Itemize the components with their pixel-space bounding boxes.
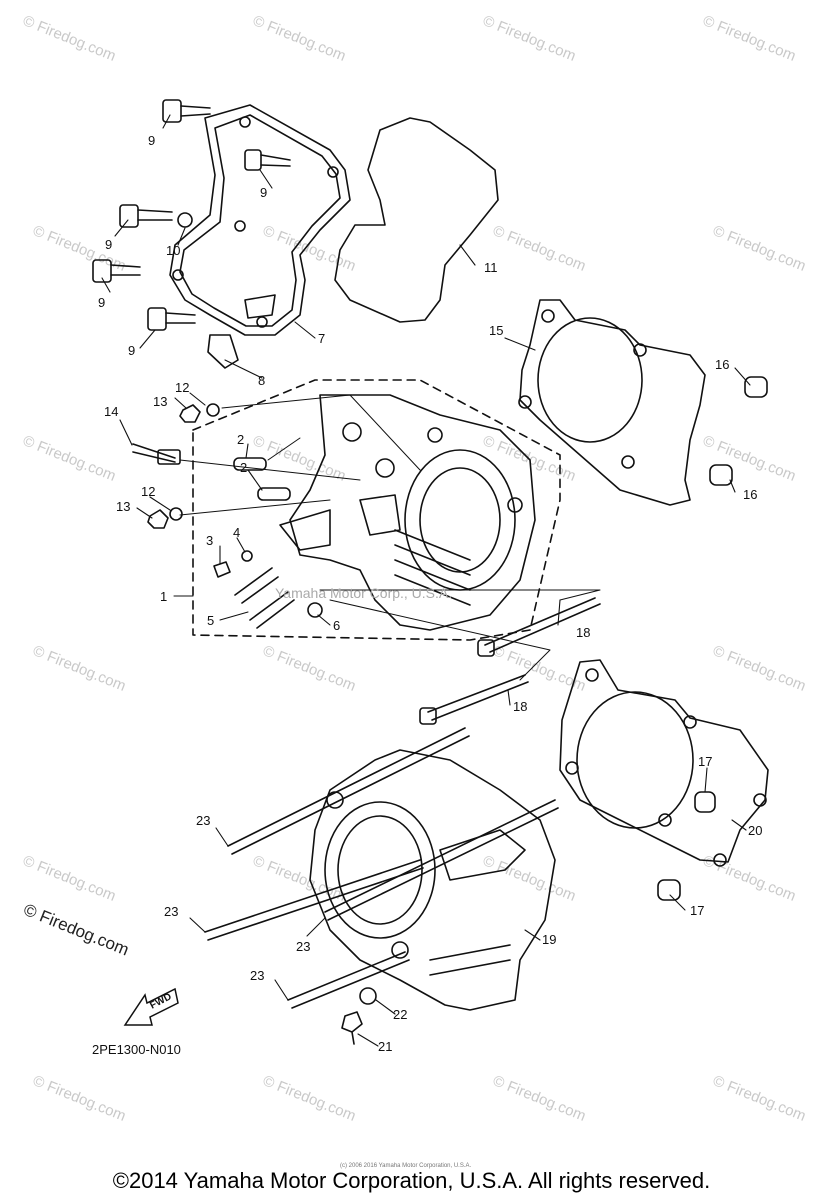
callout-3: 3 (206, 533, 214, 548)
callout-12: 12 (175, 380, 190, 395)
callout-22: 22 (393, 1007, 408, 1022)
callout-1: 1 (160, 589, 168, 604)
callout-13: 13 (153, 394, 168, 409)
copyright-footer: ©2014 Yamaha Motor Corporation, U.S.A. A… (112, 1168, 711, 1193)
clip-8 (207, 334, 239, 369)
callout-17: 17 (690, 903, 705, 918)
callout-9: 9 (260, 185, 268, 200)
dowel-16 (744, 376, 768, 398)
callout-19: 19 (542, 932, 557, 947)
callout-20: 20 (748, 823, 763, 838)
callout-13: 13 (116, 499, 131, 514)
cylinder-head-group-box (192, 379, 561, 641)
callout-9: 9 (148, 133, 156, 148)
callout-2: 2 (240, 460, 248, 475)
callout-12: 12 (141, 484, 156, 499)
callout-6: 6 (333, 618, 341, 633)
washer-10 (177, 212, 193, 228)
bolt-21 (341, 1011, 363, 1045)
callout-23: 23 (250, 968, 265, 983)
part-code: 2PE1300-N010 (92, 1042, 181, 1057)
cylinder-gasket-20 (559, 659, 769, 867)
head-fittings (132, 403, 323, 629)
callout-23: 23 (296, 939, 311, 954)
callout-4: 4 (233, 525, 241, 540)
callout-8: 8 (258, 373, 266, 388)
bolts-18 (419, 597, 601, 725)
callout-17: 17 (698, 754, 713, 769)
cylinder-head-cover (169, 104, 351, 336)
callout-14: 14 (104, 404, 119, 419)
forward-arrow-icon: FWD (123, 987, 179, 1026)
leader-lines (101, 114, 751, 1047)
callout-11: 11 (484, 260, 498, 275)
callout-15: 15 (489, 323, 504, 338)
callout-5: 5 (207, 613, 215, 628)
head-cover-gasket (334, 117, 499, 323)
callout-2: 2 (237, 432, 245, 447)
callout-23: 23 (164, 904, 179, 919)
dowel-17b (657, 879, 681, 901)
callout-7: 7 (318, 331, 326, 346)
callout-9: 9 (98, 295, 106, 310)
callout-23: 23 (196, 813, 211, 828)
callout-21: 21 (378, 1039, 393, 1054)
callout-10: 10 (166, 243, 181, 258)
callout-9: 9 (128, 343, 136, 358)
dowel-16b (709, 464, 733, 486)
cylinder-19 (309, 749, 556, 1011)
callout-18: 18 (576, 625, 591, 640)
projection-lines (179, 394, 601, 681)
small-credit: (c) 2006 2016 Yamaha Motor Corporation, … (340, 1163, 472, 1169)
dowel-17 (694, 791, 716, 813)
bolts-9 (92, 99, 291, 331)
callout-16: 16 (715, 357, 730, 372)
callout-18: 18 (513, 699, 528, 714)
head-gasket-15 (518, 299, 706, 506)
overlay-credit: Yamaha Motor Corp., U.S.A. (275, 585, 453, 601)
studs-23 (204, 727, 559, 1009)
callout-9: 9 (105, 237, 113, 252)
washer-22 (359, 987, 377, 1005)
callout-16: 16 (743, 487, 758, 502)
